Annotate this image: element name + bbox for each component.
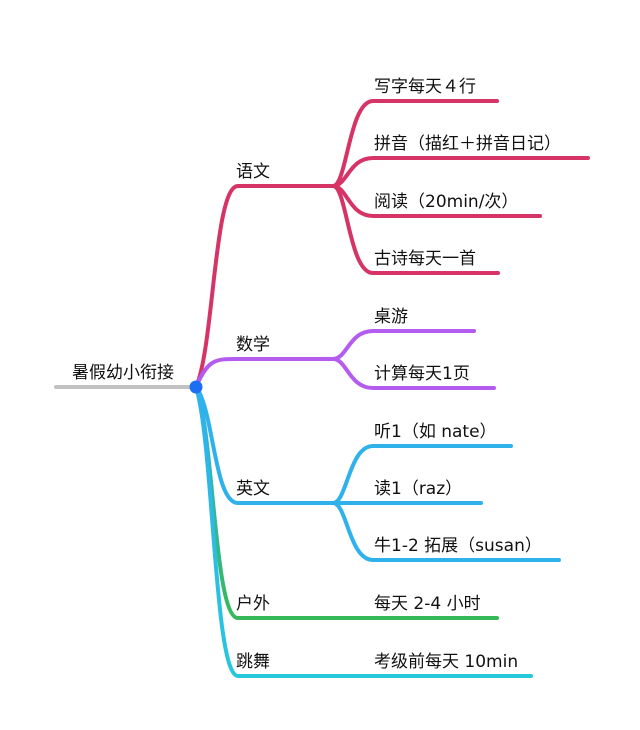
- branch-topic-english[interactable]: 英文: [236, 479, 270, 499]
- branch-edge-dance: [194, 385, 335, 678]
- child-topic-math-2[interactable]: 计算每天1页: [374, 364, 470, 384]
- branch-topic-math[interactable]: 数学: [236, 335, 270, 355]
- branch-topic-chinese[interactable]: 语文: [236, 162, 270, 182]
- child-edge-math-2: [331, 357, 496, 390]
- child-topic-english-1[interactable]: 听1（如 nate）: [374, 422, 497, 442]
- branch-edge-english: [194, 385, 335, 505]
- child-topic-outdoor-1[interactable]: 每天 2-4 小时: [374, 594, 481, 614]
- child-topic-chinese-3[interactable]: 阅读（20min/次）: [374, 192, 519, 212]
- child-edge-chinese-2: [331, 156, 590, 188]
- branch-topic-dance[interactable]: 跳舞: [236, 652, 270, 672]
- root-topic[interactable]: 暑假幼小衔接: [72, 363, 174, 383]
- child-edge-chinese-1: [331, 99, 499, 188]
- child-edge-chinese-4: [331, 184, 500, 275]
- child-edge-math-1: [331, 329, 476, 361]
- branch-topic-outdoor[interactable]: 户外: [236, 594, 270, 614]
- child-topic-english-2[interactable]: 读1（raz）: [374, 479, 463, 499]
- child-topic-chinese-2[interactable]: 拼音（描红＋拼音日记）: [374, 134, 561, 154]
- child-topic-chinese-4[interactable]: 古诗每天一首: [374, 249, 476, 269]
- child-topic-english-3[interactable]: 牛1-2 拓展（susan）: [374, 536, 542, 556]
- root-hub-dot[interactable]: [189, 380, 203, 394]
- branch-edge-chinese: [194, 184, 335, 389]
- child-edge-english-3: [331, 501, 561, 562]
- child-edge-english-1: [331, 444, 513, 505]
- child-topic-chinese-1[interactable]: 写字每天４行: [374, 77, 476, 97]
- child-topic-math-1[interactable]: 桌游: [374, 307, 408, 327]
- child-topic-dance-1[interactable]: 考级前每天 10min: [374, 652, 519, 672]
- branch-edge-math: [194, 357, 335, 389]
